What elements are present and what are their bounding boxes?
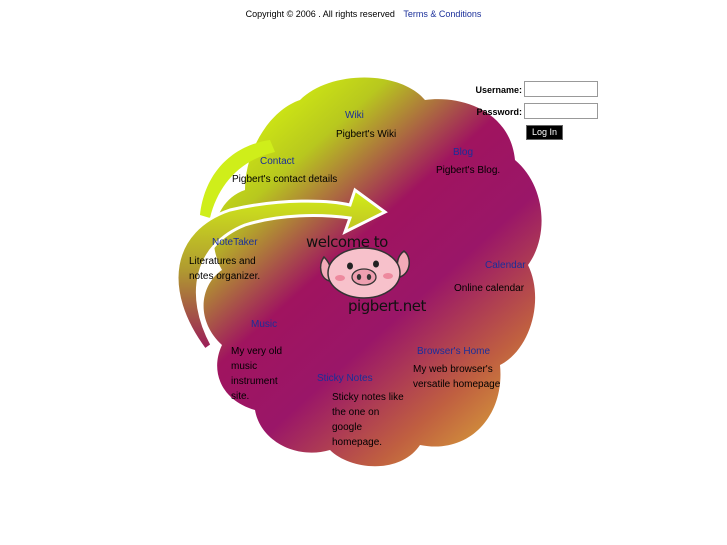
music-link[interactable]: Music (251, 319, 278, 330)
copyright-text: Copyright © 2006 . All rights reserved (245, 9, 395, 19)
calendar-link[interactable]: Calendar (485, 260, 526, 271)
sticky-desc-line: the one on (332, 407, 380, 418)
terms-link[interactable]: Terms & Conditions (403, 9, 482, 19)
browser-desc-line: versatile homepage (413, 379, 501, 390)
password-label: Password: (476, 107, 522, 117)
notetaker-description: Literatures and notes organizer. (189, 254, 260, 284)
notetaker-desc-line: notes organizer. (189, 271, 261, 282)
sticky-desc-line: Sticky notes like (332, 392, 404, 403)
browsers-home-description: My web browser's versatile homepage (413, 362, 500, 392)
wiki-description: Pigbert's Wiki (336, 129, 397, 140)
browsers-home-link[interactable]: Browser's Home (417, 346, 491, 357)
username-label: Username: (475, 85, 522, 95)
sticky-notes-description: Sticky notes like the one on google home… (332, 390, 404, 450)
music-desc-line: music (231, 361, 258, 372)
username-input[interactable] (524, 81, 598, 97)
sticky-desc-line: google (332, 422, 363, 433)
contact-link[interactable]: Contact (260, 156, 295, 167)
music-description: My very old music instrument site. (231, 344, 282, 404)
pig-logo-icon (319, 247, 410, 299)
logo-domain-text: pigbert.net (348, 297, 426, 315)
music-desc-line: instrument (231, 376, 278, 387)
copyright-bar: Copyright © 2006 . All rights reserved T… (0, 9, 727, 19)
blog-description: Pigbert's Blog. (436, 165, 501, 176)
browser-desc-line: My web browser's (413, 364, 493, 375)
music-desc-line: My very old (231, 346, 283, 357)
contact-description: Pigbert's contact details (232, 174, 338, 185)
password-input[interactable] (524, 103, 598, 119)
music-desc-line: site. (231, 391, 250, 402)
notetaker-link[interactable]: NoteTaker (212, 237, 258, 248)
wiki-link[interactable]: Wiki (345, 110, 364, 121)
sticky-desc-line: homepage. (332, 437, 383, 448)
blog-link[interactable]: Blog (453, 147, 474, 158)
calendar-description: Online calendar (454, 283, 525, 294)
logo-welcome-text: welcome to (306, 233, 388, 251)
sticky-notes-link[interactable]: Sticky Notes (317, 373, 373, 384)
notetaker-desc-line: Literatures and (189, 256, 256, 267)
login-button[interactable]: Log In (526, 125, 564, 140)
